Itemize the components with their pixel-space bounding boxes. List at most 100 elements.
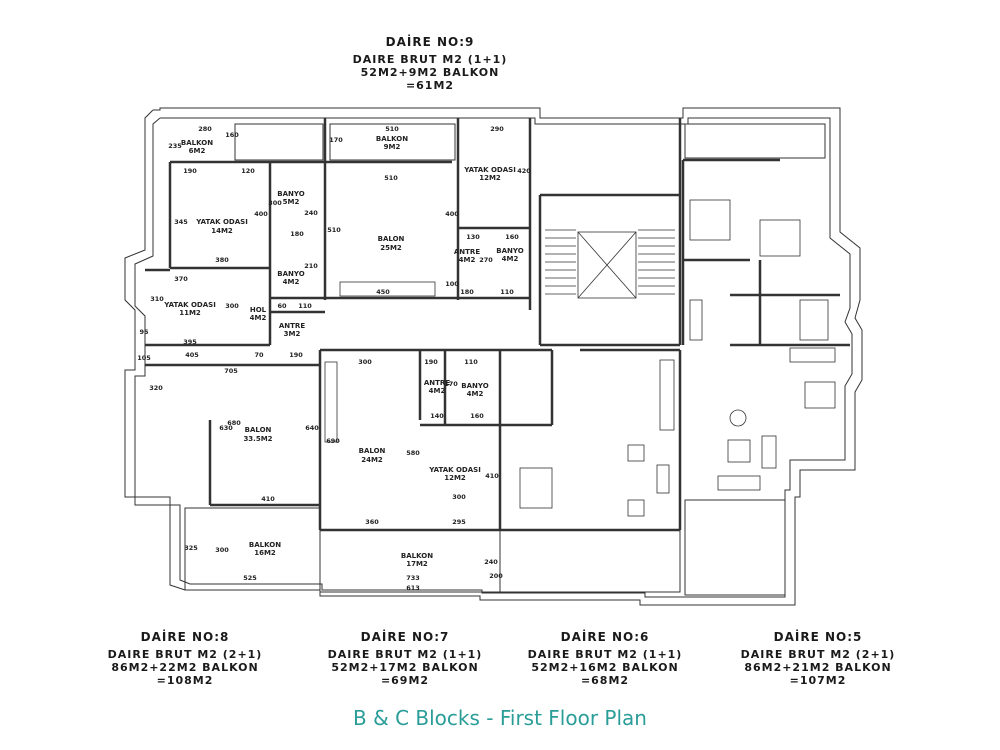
dimension-label: 240 bbox=[304, 209, 318, 217]
unit-total-area: =69M2 bbox=[380, 674, 430, 687]
dimension-label: 60 bbox=[277, 302, 287, 310]
dimension-label: 210 bbox=[304, 262, 318, 270]
dimension-label: 200 bbox=[489, 572, 503, 580]
dimension-label: 300 bbox=[215, 546, 229, 554]
dimension-label: 300 bbox=[268, 199, 282, 207]
dimension-label: 290 bbox=[490, 125, 504, 133]
plan-caption: B & C Blocks - First Floor Plan bbox=[353, 706, 647, 730]
room-name: HOL bbox=[250, 306, 267, 314]
room-area: 11M2 bbox=[179, 309, 201, 317]
room-area: 9M2 bbox=[384, 143, 401, 151]
unit-gross-area: DAIRE BRUT M2 (2+1) bbox=[740, 648, 896, 661]
unit-gross-area: DAIRE BRUT M2 (2+1) bbox=[107, 648, 263, 661]
unit-title: DAİRE NO:8 bbox=[140, 630, 230, 644]
dimension-label: 410 bbox=[485, 472, 499, 480]
room-name: YATAK ODASI bbox=[428, 466, 481, 474]
dimension-label: 110 bbox=[298, 302, 312, 310]
dimension-label: 95 bbox=[139, 328, 149, 336]
room-name: YATAK ODASI bbox=[195, 218, 248, 226]
room-area: 14M2 bbox=[211, 227, 233, 235]
dimension-label: 510 bbox=[327, 226, 341, 234]
unit-area-breakdown: 52M2+17M2 BALKON bbox=[331, 661, 479, 674]
dimension-label: 270 bbox=[479, 256, 493, 264]
dimension-label: 100 bbox=[445, 280, 459, 288]
room-area: 3M2 bbox=[284, 330, 301, 338]
dimension-label: 110 bbox=[464, 358, 478, 366]
room-name: BANYO bbox=[277, 270, 304, 278]
dimension-label: 120 bbox=[241, 167, 255, 175]
dimension-label: 170 bbox=[444, 380, 458, 388]
dimension-label: 613 bbox=[406, 584, 420, 592]
room-area: 4M2 bbox=[502, 255, 519, 263]
room-area: 25M2 bbox=[380, 244, 402, 252]
dimension-label: 360 bbox=[365, 518, 379, 526]
dimension-label: 325 bbox=[184, 544, 198, 552]
room-area: 4M2 bbox=[250, 314, 267, 322]
unit-area-breakdown: 86M2+21M2 BALKON bbox=[744, 661, 892, 674]
room-name: BANYO bbox=[496, 247, 523, 255]
room-name: BANYO bbox=[277, 190, 304, 198]
dimension-label: 240 bbox=[484, 558, 498, 566]
unit-6-summary: DAİRE NO:6 DAIRE BRUT M2 (1+1) 52M2+16M2… bbox=[505, 630, 705, 687]
dimension-label: 405 bbox=[185, 351, 199, 359]
unit-title: DAİRE NO:7 bbox=[360, 630, 450, 644]
dimension-label: 180 bbox=[460, 288, 474, 296]
room-name: BALON bbox=[378, 235, 405, 243]
dimension-label: 190 bbox=[424, 358, 438, 366]
unit-gross-area: DAIRE BRUT M2 (1+1) bbox=[327, 648, 483, 661]
room-name: BALON bbox=[245, 426, 272, 434]
dimension-label: 190 bbox=[183, 167, 197, 175]
unit-total-area: =61M2 bbox=[405, 79, 455, 92]
room-name: YATAK ODASI bbox=[163, 301, 216, 309]
dimension-label: 160 bbox=[225, 131, 239, 139]
dimension-label: 280 bbox=[198, 125, 212, 133]
unit-title: DAİRE NO:6 bbox=[560, 630, 650, 644]
dimension-label: 510 bbox=[385, 125, 399, 133]
dimension-label: 525 bbox=[243, 574, 257, 582]
dimension-label: 370 bbox=[174, 275, 188, 283]
unit-7-summary: DAİRE NO:7 DAIRE BRUT M2 (1+1) 52M2+17M2… bbox=[305, 630, 505, 687]
room-name: BALKON bbox=[376, 135, 408, 143]
dimension-label: 110 bbox=[500, 288, 514, 296]
unit-area-breakdown: 86M2+22M2 BALKON bbox=[111, 661, 259, 674]
unit-9-summary: DAİRE NO:9 DAIRE BRUT M2 (1+1) 52M2+9M2 … bbox=[330, 35, 530, 92]
dimension-label: 160 bbox=[470, 412, 484, 420]
dimension-label: 130 bbox=[466, 233, 480, 241]
room-area: 5M2 bbox=[283, 198, 300, 206]
room-area: 4M2 bbox=[283, 278, 300, 286]
room-name: ANTRE bbox=[454, 248, 480, 256]
dimension-label: 70 bbox=[254, 351, 264, 359]
room-name: BANYO bbox=[461, 382, 488, 390]
dimension-label: 180 bbox=[290, 230, 304, 238]
room-area: 12M2 bbox=[479, 174, 501, 182]
unit-gross-area: DAIRE BRUT M2 (1+1) bbox=[352, 53, 508, 66]
dimension-label: 420 bbox=[517, 167, 531, 175]
unit-gross-area: DAIRE BRUT M2 (1+1) bbox=[527, 648, 683, 661]
dimension-label: 300 bbox=[225, 302, 239, 310]
unit-8-summary: DAİRE NO:8 DAIRE BRUT M2 (2+1) 86M2+22M2… bbox=[85, 630, 285, 687]
dimension-label: 235 bbox=[168, 142, 182, 150]
room-name: BALKON bbox=[401, 552, 433, 560]
dimension-label: 395 bbox=[183, 338, 197, 346]
unit-total-area: =108M2 bbox=[156, 674, 214, 687]
dimension-label: 580 bbox=[406, 449, 420, 457]
dimension-label: 300 bbox=[452, 493, 466, 501]
dimension-label: 630 bbox=[219, 424, 233, 432]
room-name: ANTRE bbox=[424, 379, 450, 387]
dimension-label: 345 bbox=[174, 218, 188, 226]
dimension-label: 510 bbox=[384, 174, 398, 182]
dimension-label: 733 bbox=[406, 574, 420, 582]
room-area: 6M2 bbox=[189, 147, 206, 155]
dimension-label: 295 bbox=[452, 518, 466, 526]
dimension-label: 640 bbox=[305, 424, 319, 432]
room-name: BALKON bbox=[249, 541, 281, 549]
unit-5-summary: DAİRE NO:5 DAIRE BRUT M2 (2+1) 86M2+21M2… bbox=[718, 630, 918, 687]
outer-wall-inner bbox=[134, 117, 853, 598]
dimension-label: 300 bbox=[358, 358, 372, 366]
dimension-label: 410 bbox=[261, 495, 275, 503]
unit-area-breakdown: 52M2+9M2 BALKON bbox=[360, 66, 500, 79]
room-area: 24M2 bbox=[361, 456, 383, 464]
room-area: 4M2 bbox=[467, 390, 484, 398]
dimension-label: 140 bbox=[430, 412, 444, 420]
